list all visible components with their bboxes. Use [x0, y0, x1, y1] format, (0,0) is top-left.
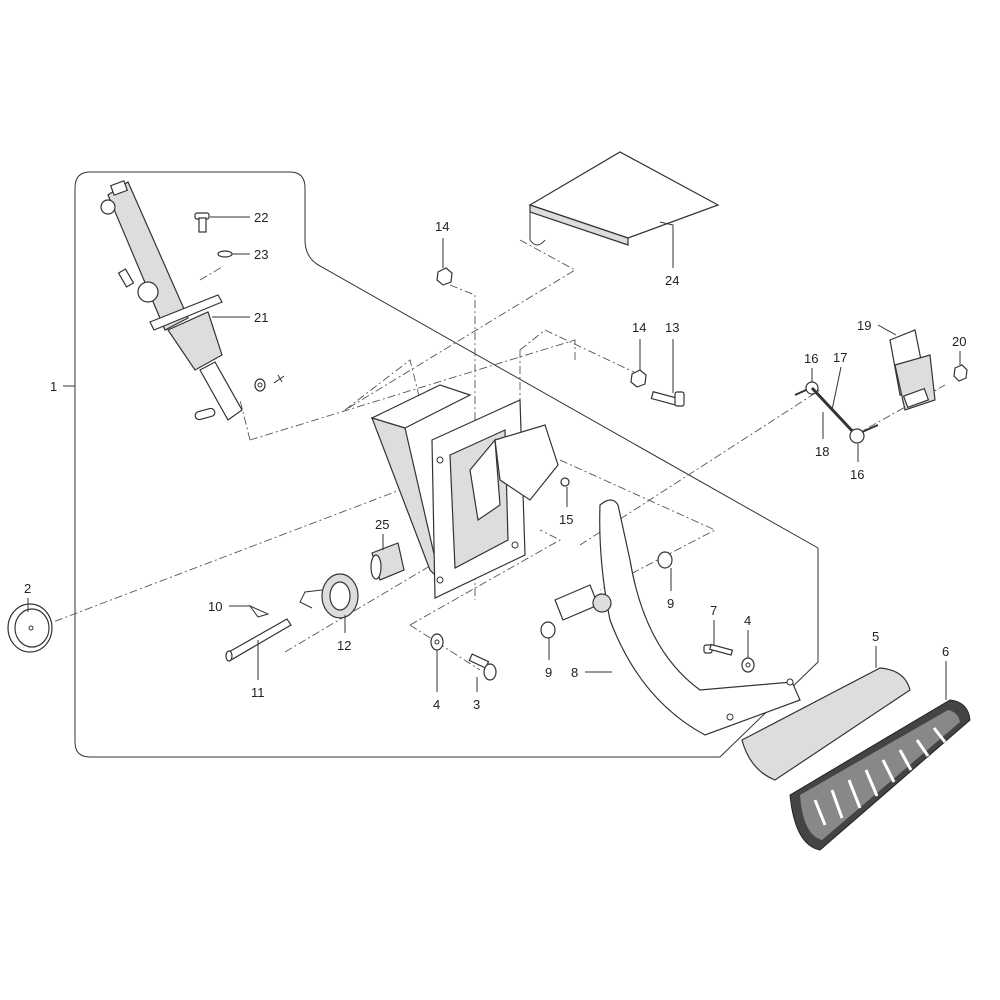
callout-3: 3 — [473, 697, 480, 712]
callout-16: 16 — [804, 351, 818, 366]
callout-24: 24 — [665, 273, 679, 288]
callout-15: 15 — [559, 512, 573, 527]
callout-7: 7 — [710, 603, 717, 618]
part-pivot-pin[interactable] — [225, 618, 292, 662]
part-nut-14a[interactable] — [436, 267, 453, 286]
part-bolt-7[interactable] — [703, 643, 734, 656]
part-clip-small[interactable] — [273, 374, 285, 384]
leader-lines — [27, 216, 961, 700]
callout-6: 6 — [942, 644, 949, 659]
part-master-cylinder[interactable] — [100, 180, 243, 421]
callout-13: 13 — [665, 320, 679, 335]
callout-23: 23 — [254, 247, 268, 262]
callout-12: 12 — [337, 638, 351, 653]
part-cotter-pin[interactable] — [248, 604, 270, 618]
part-pedal-bracket[interactable] — [370, 384, 559, 599]
part-bushing[interactable] — [370, 542, 405, 581]
assembly-1-boundary — [74, 171, 819, 758]
part-bolt-13[interactable] — [650, 391, 685, 407]
callout-9: 9 — [667, 596, 674, 611]
part-washer-small[interactable] — [254, 378, 266, 392]
part-screw-22[interactable] — [194, 212, 210, 233]
part-linkage-rod[interactable] — [794, 381, 879, 444]
part-sensor[interactable] — [889, 329, 936, 411]
part-pedal-arm[interactable] — [554, 499, 801, 736]
callout-20: 20 — [952, 334, 966, 349]
callout-8: 8 — [571, 665, 578, 680]
part-bushing-9b[interactable] — [657, 551, 673, 569]
part-cover[interactable] — [528, 151, 720, 246]
callout-14: 14 — [632, 320, 646, 335]
part-washer-4a[interactable] — [430, 633, 444, 651]
part-bolt-3[interactable] — [468, 653, 497, 681]
assembly-lines — [39, 239, 946, 706]
callout-14: 14 — [435, 219, 449, 234]
callout-25: 25 — [375, 517, 389, 532]
part-nut-20[interactable] — [953, 364, 968, 382]
callout-2: 2 — [24, 581, 31, 596]
part-cap[interactable] — [7, 603, 53, 653]
part-bushing-9a[interactable] — [540, 621, 556, 639]
callout-labels: 1 2 3 4 4 5 6 7 8 9 9 10 11 12 13 14 14 … — [24, 210, 966, 712]
callout-5: 5 — [872, 629, 879, 644]
callout-1: 1 — [50, 379, 57, 394]
callout-4: 4 — [433, 697, 440, 712]
callout-17: 17 — [833, 350, 847, 365]
callout-19: 19 — [857, 318, 871, 333]
callout-18: 18 — [815, 444, 829, 459]
part-pin-small[interactable] — [194, 407, 216, 421]
part-nut-14b[interactable] — [630, 369, 647, 388]
callout-21: 21 — [254, 310, 268, 325]
part-washer-4b[interactable] — [741, 657, 755, 673]
part-spring[interactable] — [299, 573, 359, 619]
part-pedal-rubber[interactable] — [789, 699, 971, 851]
callout-9: 9 — [545, 665, 552, 680]
callout-4: 4 — [744, 613, 751, 628]
callout-10: 10 — [208, 599, 222, 614]
callout-11: 11 — [251, 685, 265, 700]
part-pedal-pad[interactable] — [741, 667, 911, 781]
part-washer-23[interactable] — [217, 250, 233, 258]
part-screw-15[interactable] — [560, 477, 570, 487]
callout-16: 16 — [850, 467, 864, 482]
callout-22: 22 — [254, 210, 268, 225]
